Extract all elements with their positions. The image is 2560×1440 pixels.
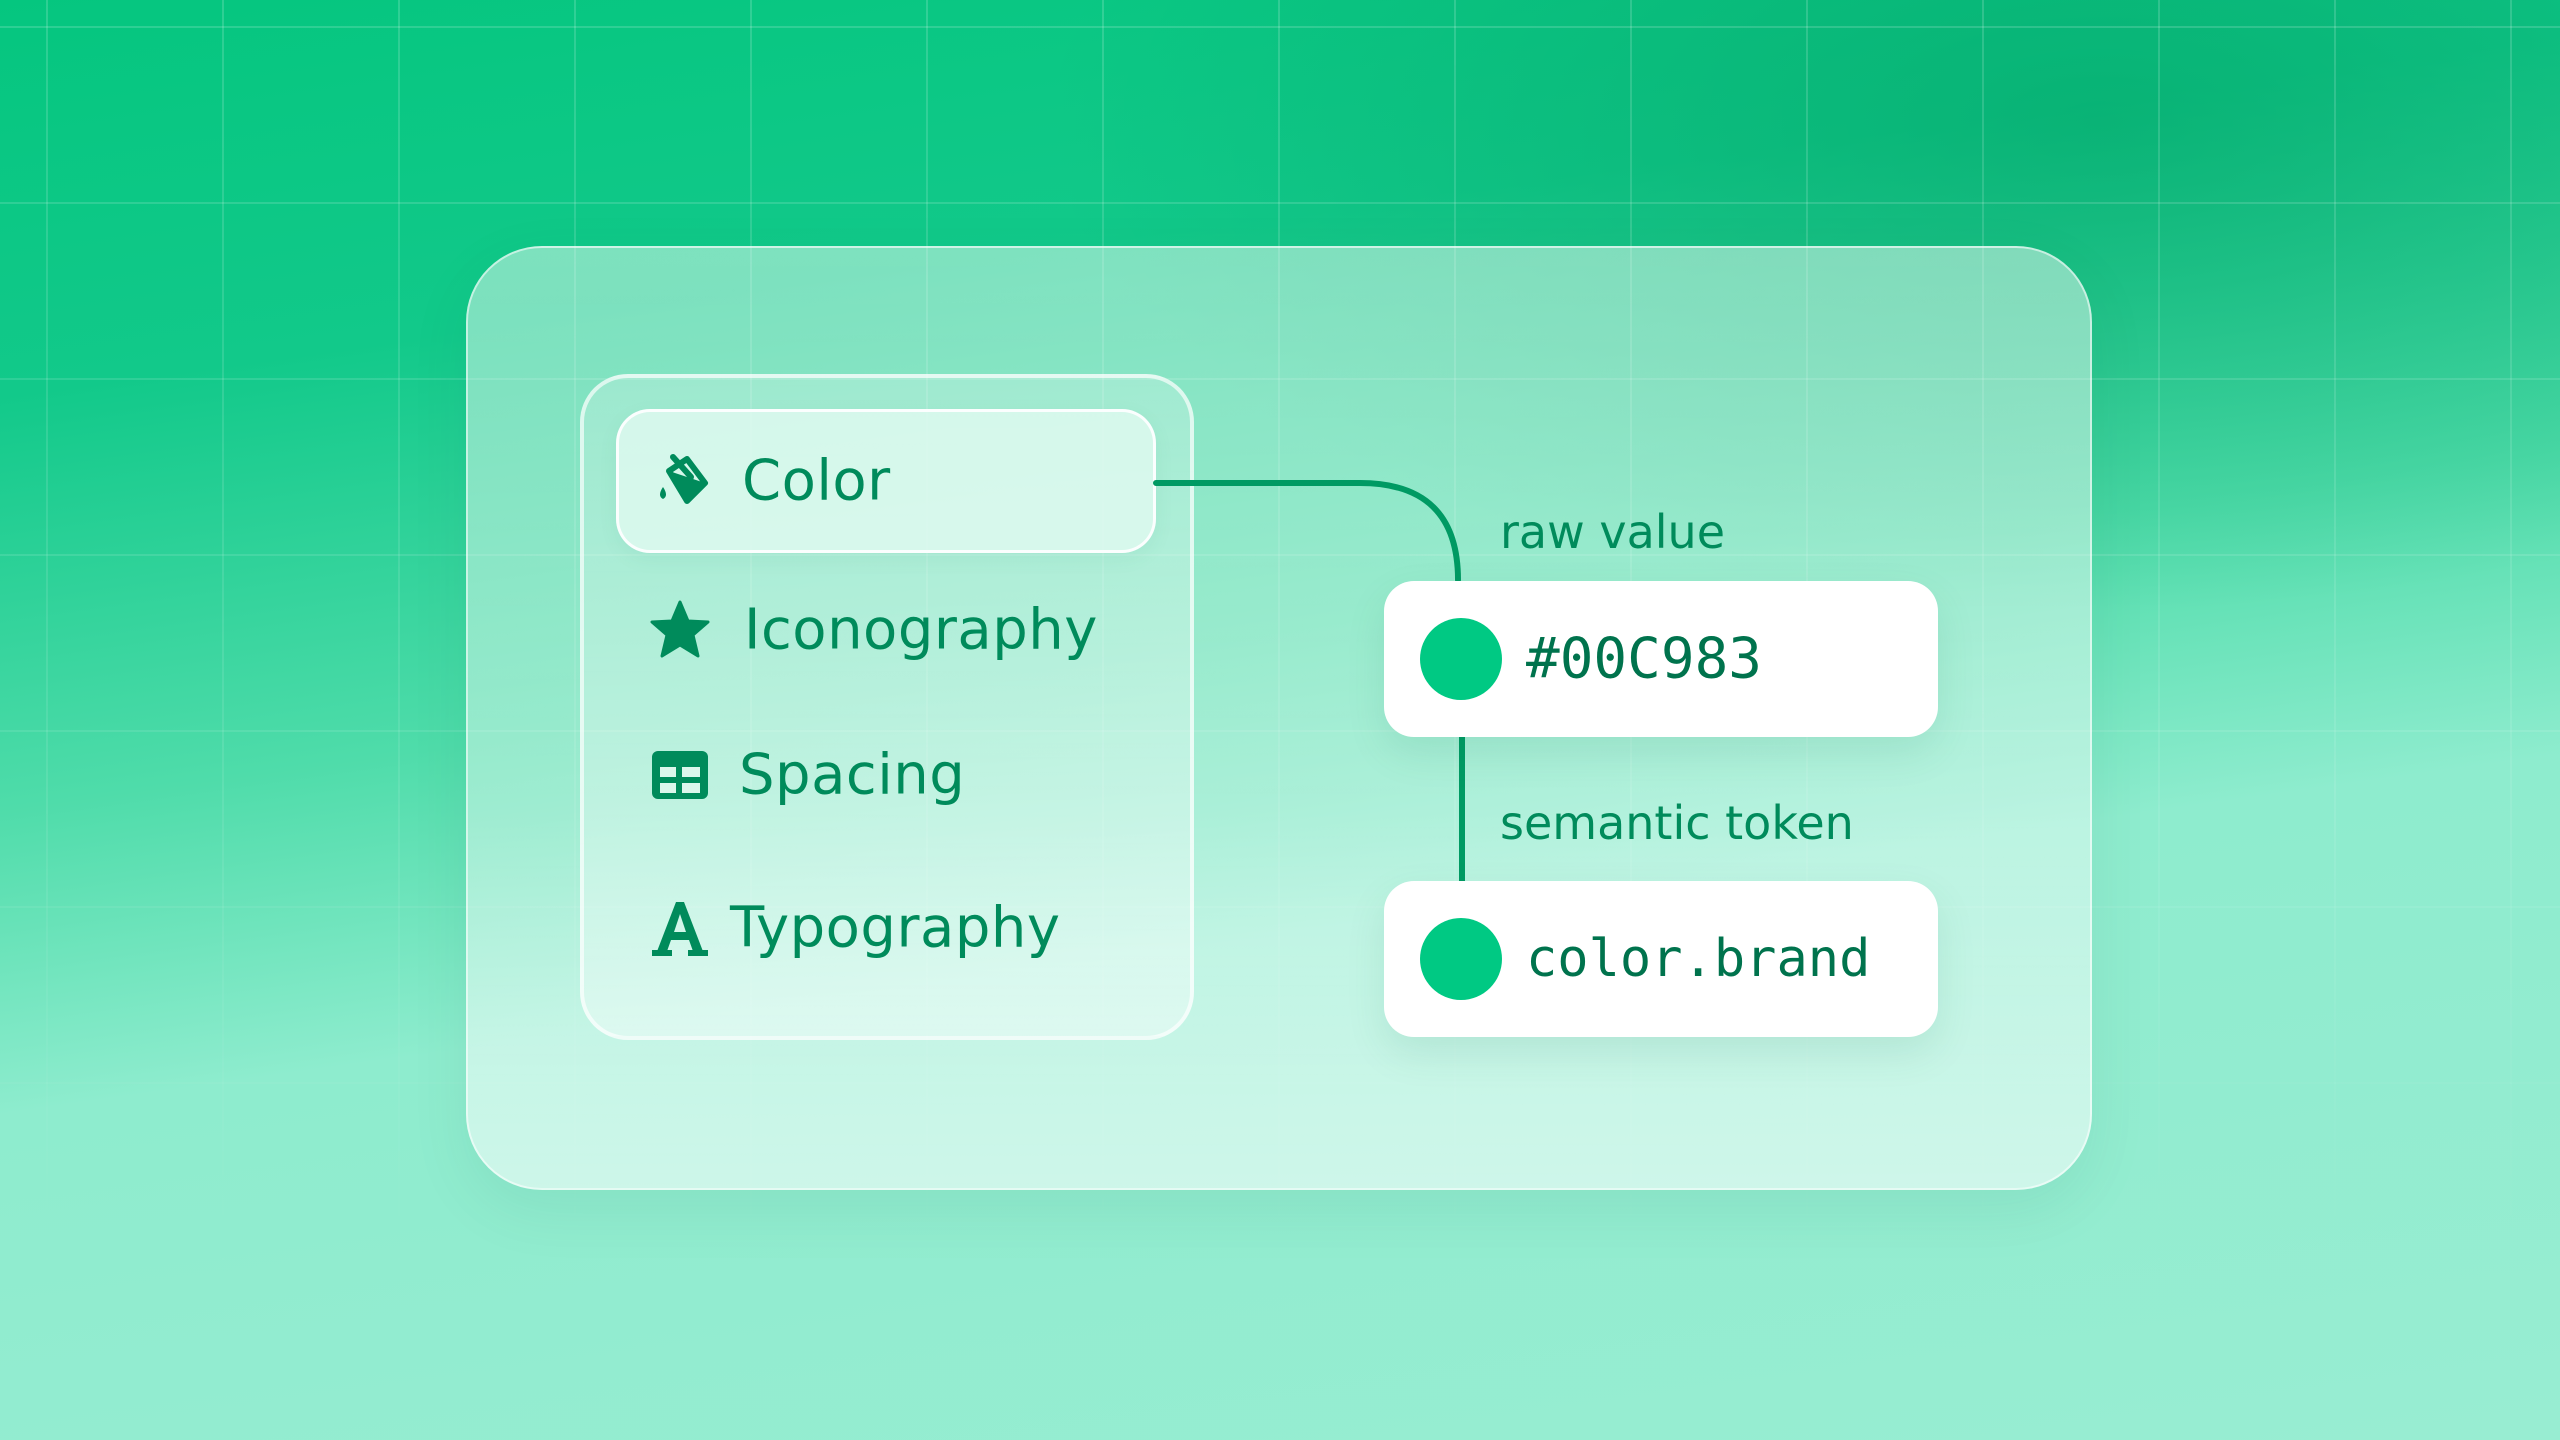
menu-item-label: Typography <box>730 895 1061 961</box>
color-swatch <box>1420 618 1502 700</box>
letter-a-icon <box>652 902 708 956</box>
menu-item-label: Iconography <box>744 597 1098 663</box>
raw-value-caption: raw value <box>1500 505 1725 559</box>
menu-item-typography[interactable]: Typography <box>616 856 1156 1000</box>
menu-item-label: Spacing <box>739 742 966 808</box>
menu-item-spacing[interactable]: Spacing <box>616 703 1156 847</box>
semantic-token-text: color.brand <box>1526 929 1871 989</box>
star-icon <box>650 600 710 658</box>
semantic-token-card[interactable]: color.brand <box>1384 881 1938 1037</box>
menu-item-iconography[interactable]: Iconography <box>616 558 1156 702</box>
semantic-token-caption: semantic token <box>1500 796 1854 850</box>
raw-value-card[interactable]: #00C983 <box>1384 581 1938 737</box>
menu-item-label: Color <box>742 448 891 514</box>
paint-bucket-icon <box>660 454 708 504</box>
menu-item-color[interactable]: Color <box>616 409 1156 553</box>
table-grid-icon <box>652 751 708 799</box>
raw-value-text: #00C983 <box>1526 626 1763 692</box>
color-swatch <box>1420 918 1502 1000</box>
